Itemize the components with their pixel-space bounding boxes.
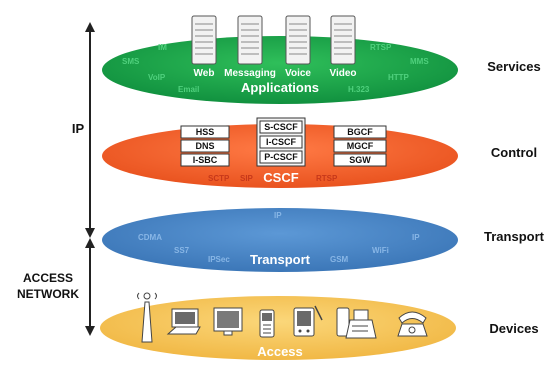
control-right-boxes [333,125,387,167]
access-title: Access [257,344,303,359]
box-dns: DNS [195,141,214,151]
watermark-im: IM [158,43,167,52]
transport-ellipse [102,208,458,272]
server-label-video: Video [329,68,356,79]
control-left-boxes [180,125,230,167]
box-s-cscf: S-CSCF [264,122,298,132]
watermark-ip-top: IP [274,211,282,220]
box-i-sbc: I-SBC [193,155,218,165]
box-i-cscf: I-CSCF [266,137,296,147]
ip-label: IP [72,121,85,136]
box-bgcf: BGCF [347,127,373,137]
services-ellipse [102,36,458,104]
protocol-sip: SIP [240,174,254,183]
monitor-icon [213,307,243,336]
server-label-web: Web [194,68,215,79]
fax-machine-icon [336,307,377,339]
server-label-voice: Voice [285,68,311,79]
access-network-arrow [85,238,95,336]
access-layer: Access [100,292,456,360]
services-title: Applications [241,80,319,95]
box-sgw: SGW [349,155,371,165]
access-network-label-line1: ACCESS [23,271,73,285]
control-layer: HSS DNS I-SBC S-CSCF I-CSCF P-CSCF BGCF … [102,117,458,188]
box-hss: HSS [196,127,215,137]
services-row-label: Services [487,59,541,74]
laptop-icon [166,308,201,335]
watermark-ip-right: IP [412,233,420,242]
server-voice [285,15,311,65]
ip-arrow [85,22,95,238]
server-label-messaging: Messaging [224,68,276,79]
transport-row-label: Transport [484,229,545,244]
mobile-phone-icon [259,309,275,338]
watermark-sms: SMS [122,57,140,66]
protocol-rtsp: RTSP [316,174,338,183]
antenna-tower-icon [137,292,157,343]
access-network-label-line2: NETWORK [17,287,79,301]
watermark-ipsec: IPSec [208,255,230,264]
watermark-wifi: WiFi [372,246,389,255]
watermark-gsm: GSM [330,255,349,264]
control-row-label: Control [491,145,537,160]
pda-icon [293,305,323,337]
server-messaging [237,15,263,65]
server-web [191,15,217,65]
box-p-cscf: P-CSCF [264,152,298,162]
desk-phone-icon [397,311,428,337]
box-mgcf: MGCF [347,141,374,151]
watermark-rtsp: RTSP [370,43,392,52]
watermark-ss7: SS7 [174,246,190,255]
watermark-cdma: CDMA [138,233,162,242]
devices-row-label: Devices [489,321,538,336]
services-layer: IM SMS VoIP Email RTSP MMS HTTP H.323 [102,15,458,104]
watermark-mms: MMS [410,57,429,66]
control-title: CSCF [263,170,298,185]
watermark-http: HTTP [388,73,410,82]
transport-title: Transport [250,252,311,267]
transport-layer: IP CDMA SS7 IPSec GSM WiFi IP Transport [102,208,458,272]
watermark-h323: H.323 [348,85,370,94]
watermark-voip: VoIP [148,73,166,82]
protocol-sctp: SCTP [208,174,230,183]
server-video [330,15,356,65]
control-center-boxes [256,117,306,167]
watermark-email: Email [178,85,199,94]
